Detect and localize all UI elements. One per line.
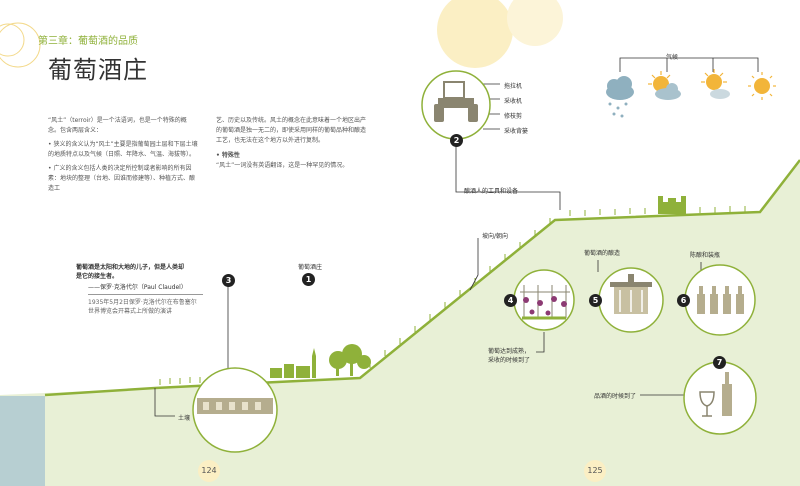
sun-icon: [748, 72, 776, 100]
intro-text: “风土”（terroir）是一个法语词，也是一个特殊的概念。包含两层含义：: [48, 117, 187, 134]
badge-2: 2: [450, 134, 463, 147]
page-number-right: 125: [587, 466, 603, 475]
winery-label: 葡萄酒庄: [298, 264, 323, 271]
basket-label: 采收背篓: [504, 128, 529, 135]
tools-label: 酿酒人的工具和设备: [464, 188, 519, 195]
quote-note-2: 世界博览会开幕式上所做的演讲: [88, 308, 173, 315]
badge-7: 7: [713, 356, 726, 369]
rain-cloud-icon: [606, 76, 634, 118]
harvester-label: 采收机: [504, 98, 523, 105]
decor-sun-circle-2: [507, 0, 563, 46]
chateau-icon: [658, 196, 686, 214]
hill-outline: [44, 159, 800, 397]
bottles-circle: [684, 264, 756, 336]
quote-line-1: 葡萄酒是太阳和大地的儿子，但是人类却: [76, 264, 185, 271]
page-number-left: 124: [201, 466, 217, 475]
badge-4: 4: [504, 294, 517, 307]
page-number-circle-left: [198, 460, 220, 482]
village-trees-icon: [270, 344, 371, 378]
tasting-circle: [683, 361, 757, 435]
quote-line-2: 是它的接生者。: [76, 273, 119, 280]
feature-heading: • 特殊性: [216, 152, 240, 159]
drink-label: 品酒的时候到了: [594, 393, 637, 400]
badge-5: 5: [589, 294, 602, 307]
ripe-label-2: 采收的时候到了: [488, 357, 531, 364]
bottling-label: 陈酿和装瓶: [690, 252, 721, 259]
decor-ring: [0, 22, 41, 68]
page-number-circle-right: [584, 460, 606, 482]
sun-cloud-icon: [648, 71, 681, 100]
soil-label: 土壤: [178, 415, 191, 422]
soil-section: [192, 367, 278, 453]
press-label: 葡萄酒的酿造: [584, 250, 621, 257]
bullet-narrow: • 狭义的含义认为“风土”主要是指葡萄园土层和下层土壤的地质特点以及气候（日照、…: [48, 141, 198, 158]
badge-6: 6: [677, 294, 690, 307]
slope-label: 坡向/朝向: [482, 233, 509, 240]
quote-author: ——保罗·克洛代尔（Paul Claudel）: [88, 284, 187, 291]
pruner-label: 修枝剪: [504, 113, 523, 120]
chapter-label: 第三章：葡萄酒的品质: [38, 36, 138, 47]
press-circle: [598, 267, 664, 333]
water: [0, 396, 45, 486]
tractor-label: 拖拉机: [504, 83, 523, 90]
tractor-circle: [421, 70, 491, 140]
left-column: “风土”（terroir）是一个法语词，也是一个特殊的概念。包含两层含义： • …: [48, 116, 198, 194]
harvest-circle: [513, 269, 575, 331]
mid-column: 艺、历史以及传统。风土的概念在此意味着一个地区出产的葡萄酒是独一无二的，即使采用…: [216, 116, 366, 171]
weather-icons: [606, 69, 776, 118]
quote-block: 葡萄酒是太阳和大地的儿子，但是人类却 是它的接生者。 ——保罗·克洛代尔（Pau…: [76, 262, 222, 315]
page-title: 葡萄酒庄: [48, 56, 148, 84]
decor-sun-circle: [437, 0, 513, 68]
quote-note-1: 1935年5月2日保罗·克洛代尔在布鲁塞尔: [88, 299, 197, 306]
decor-ring-2: [0, 23, 25, 57]
ripe-label-1: 葡萄达到成熟，: [488, 348, 531, 355]
badge-3: 3: [222, 274, 235, 287]
weather-label: 气候: [666, 54, 679, 61]
mid-paragraph: 艺、历史以及传统。风土的概念在此意味着一个地区出产的葡萄酒是独一无二的，即使采用…: [216, 117, 367, 144]
sun-cloud-icon-2: [701, 69, 730, 99]
badge-1: 1: [302, 273, 315, 286]
bullet-broad: • 广义的含义包括人类的决定所控制或者影响的所有因素：地块的整理（台地、因谁而修…: [48, 165, 196, 192]
feature-body: “风土”一词没有英语翻译，这是一种罕见的情况。: [216, 162, 349, 169]
